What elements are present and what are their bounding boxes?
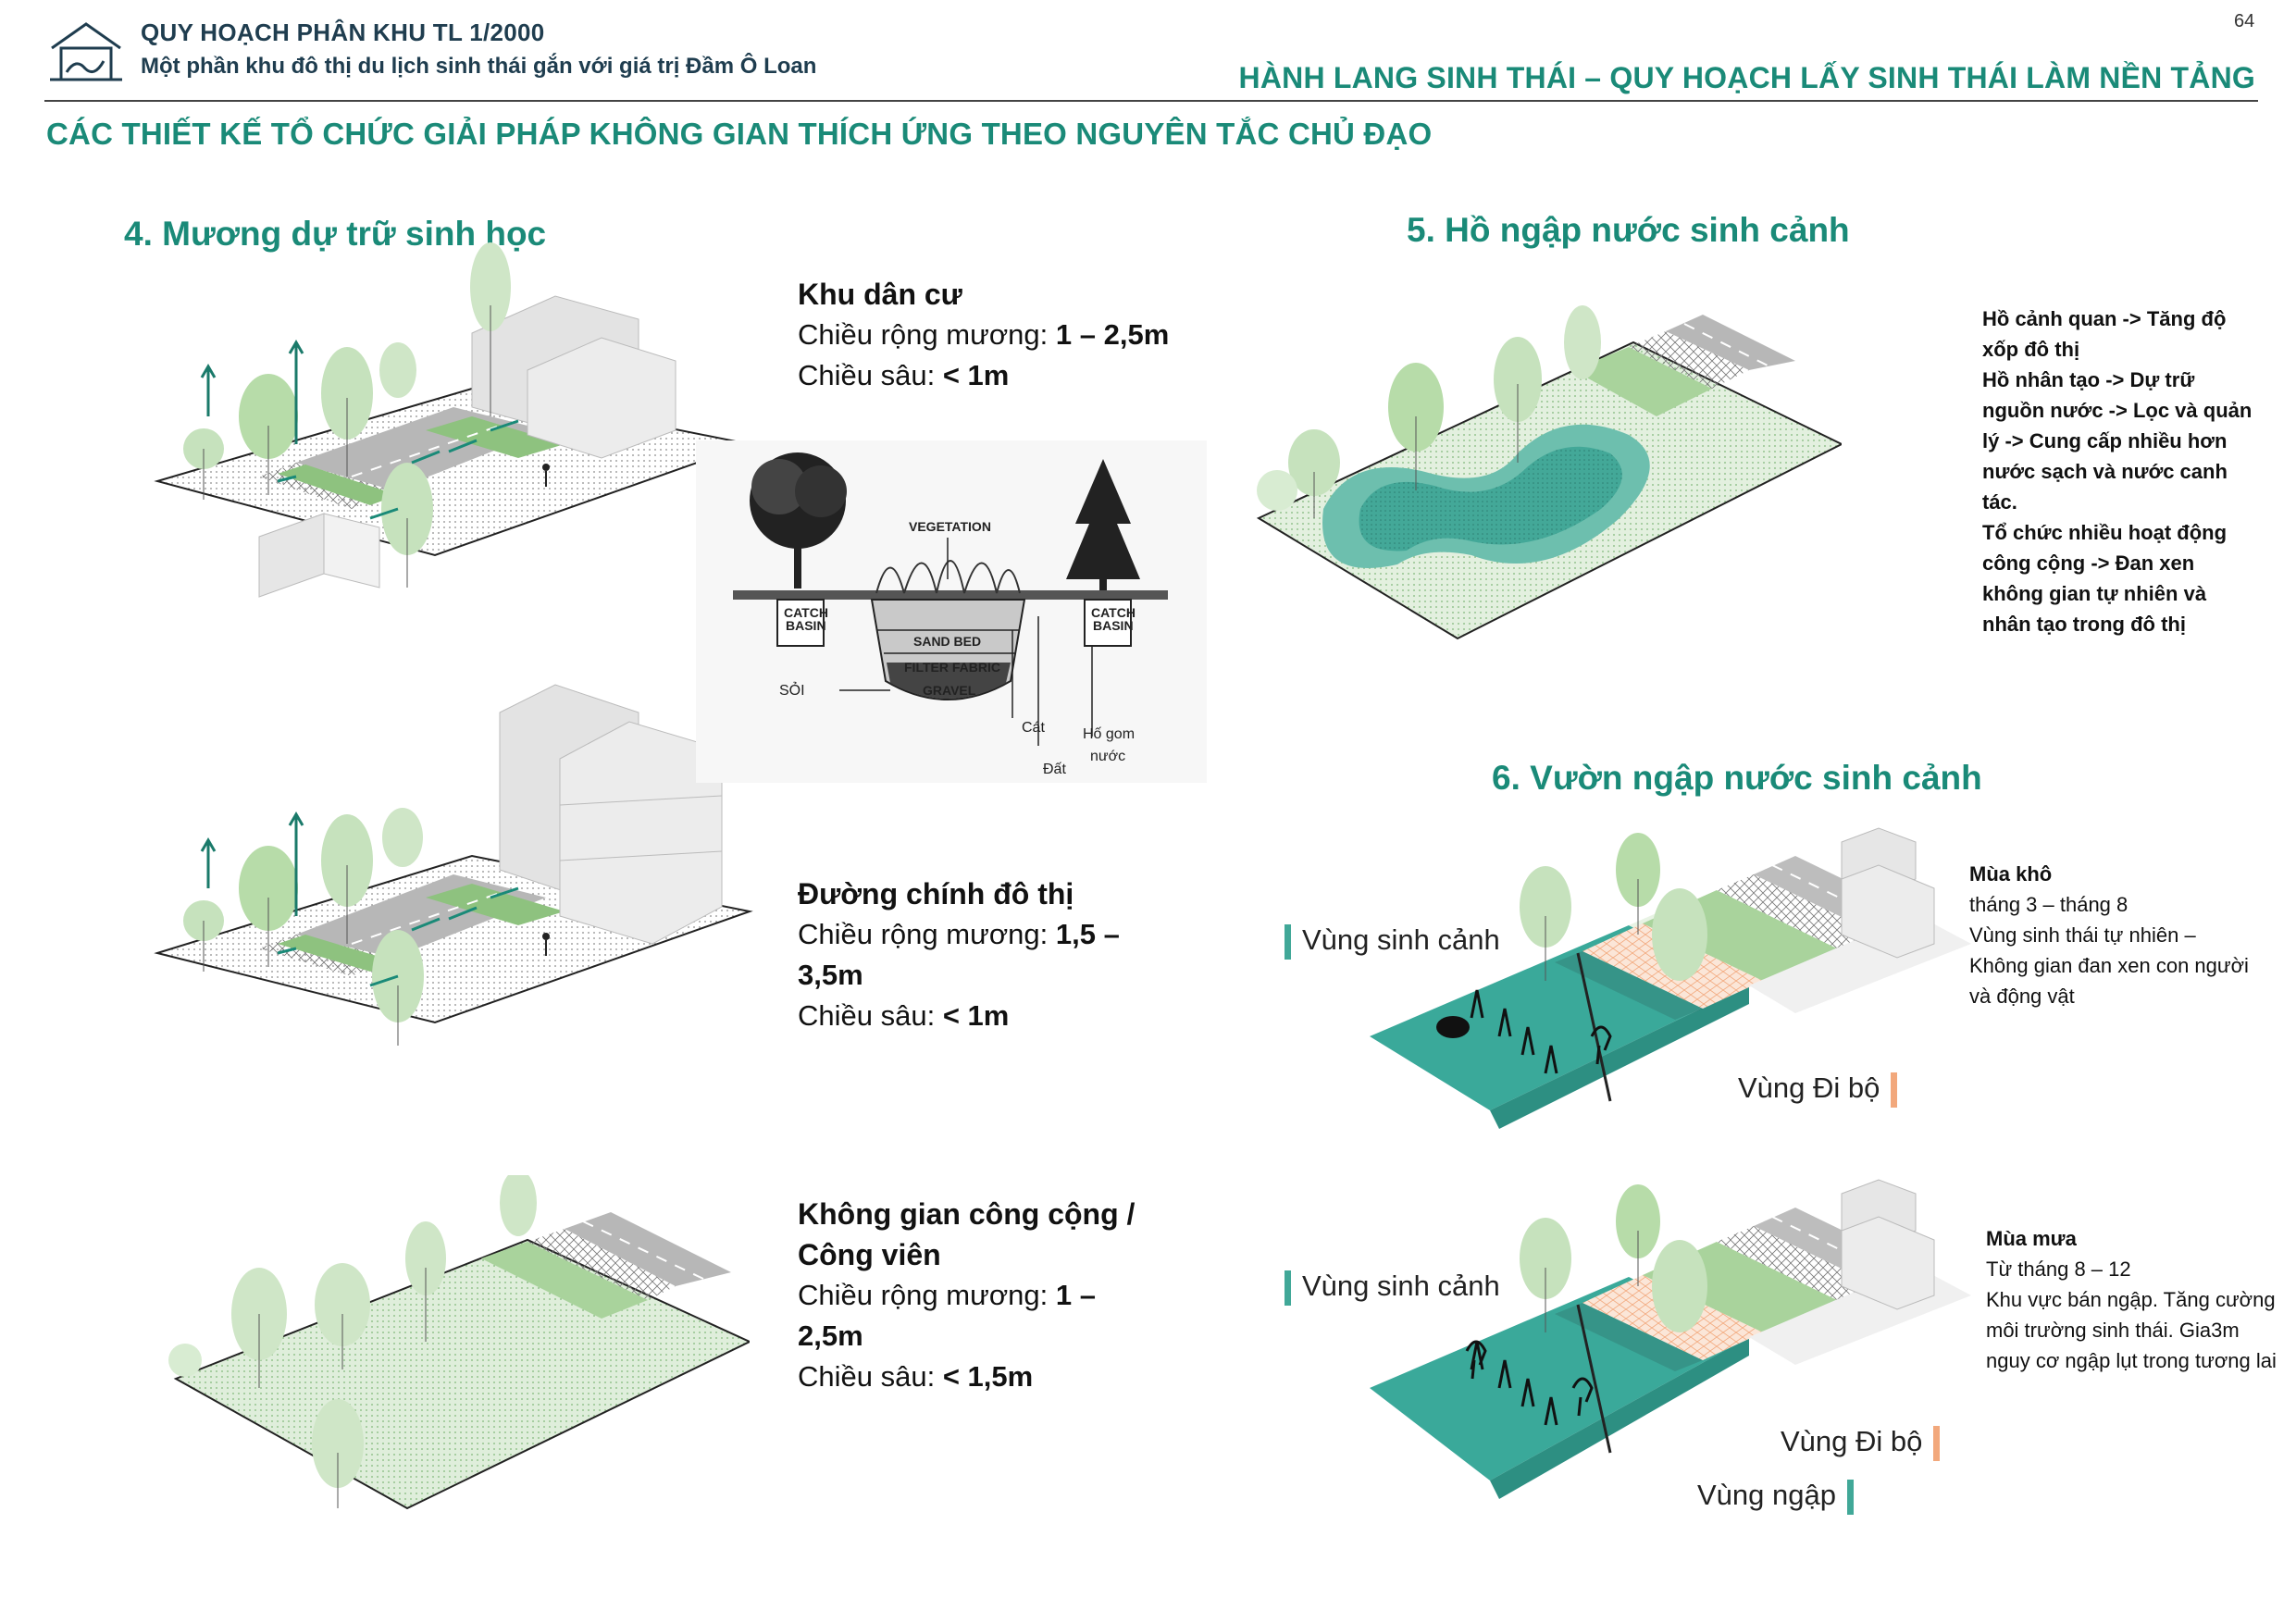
season-desc: Vùng sinh thái tự nhiên – (1969, 923, 2196, 947)
label-catch-basin-left-2: BASIN (786, 618, 826, 633)
note-line: công cộng -> Đan xen (1982, 551, 2195, 575)
label-ho-gom-2: nước (1090, 749, 1125, 764)
note-line: Tổ chức nhiều hoạt động (1982, 521, 2228, 544)
zone-habitat-marker (1285, 923, 1291, 960)
page-title: CÁC THIẾT KẾ TỔ CHỨC GIẢI PHÁP KHÔNG GIA… (46, 117, 1433, 151)
wetland-garden-wet-diagram (1370, 1179, 1971, 1499)
section-5-title: 5. Hồ ngập nước sinh cảnh (1407, 211, 1850, 249)
spec-depth: Chiều sâu: < 1m (798, 359, 1010, 391)
spec-depth: Chiều sâu: < 1,5m (798, 1360, 1034, 1393)
spec-depth: Chiều sâu: < 1m (798, 999, 1010, 1032)
note-line: Hồ cảnh quan -> Tăng độ (1982, 307, 2227, 330)
note-line: xốp đô thị (1982, 338, 2080, 361)
section-6-title: 6. Vườn ngập nước sinh cảnh (1492, 759, 1982, 797)
note-line: không gian tự nhiên và (1982, 582, 2207, 605)
label-catch-basin-right-1: CATCH (1091, 605, 1136, 620)
spec-heading: Đường chính đô thị (798, 877, 1074, 911)
label-gravel: GRAVEL (923, 683, 976, 698)
note-line: lý -> Cung cấp nhiều hơn (1982, 429, 2228, 452)
wet-season-notes: Mùa mưa Từ tháng 8 – 12 Khu vực bán ngập… (1986, 1223, 2282, 1376)
note-line: nguồn nước -> Lọc và quản (1982, 399, 2253, 422)
spec-residential: Khu dân cư Chiều rộng mương: 1 – 2,5m Ch… (798, 274, 1186, 396)
spec-main-road: Đường chính đô thị Chiều rộng mương: 1,5… (798, 873, 1149, 1036)
label-dat: Đất (1043, 762, 1066, 777)
label-vegetation: VEGETATION (909, 519, 991, 534)
zone-habitat-wet: Vùng sinh cảnh (1285, 1270, 1500, 1306)
season-desc: và động vật (1969, 985, 2075, 1008)
label-cat: Cát (1022, 720, 1045, 736)
label-sand-bed: SAND BED (913, 634, 981, 649)
header-project-title: QUY HOẠCH PHÂN KHU TL 1/2000 (141, 19, 545, 46)
label-soi: SỎI (779, 681, 805, 699)
season-desc: Khu vực bán ngập. Tăng cường (1986, 1288, 2276, 1311)
spec-width: Chiều rộng mương: 1,5 – 3,5m (798, 918, 1120, 991)
wetland-garden-dry-diagram (1370, 827, 1971, 1129)
header-divider (44, 100, 2258, 102)
bioswale-cross-section-diagram: VEGETATION CATCH BASIN CATCH BASIN SAND … (696, 440, 1207, 783)
section-4-title: 4. Mương dự trữ sinh học (124, 215, 547, 253)
spec-park: Không gian công cộng / Công viên Chiều r… (798, 1194, 1149, 1397)
zone-walk-marker (1933, 1425, 1941, 1461)
note-line: nhân tạo trong đô thị (1982, 613, 2186, 636)
zone-flood-marker (1846, 1479, 1854, 1515)
label-catch-basin-left-1: CATCH (784, 605, 828, 620)
zone-habitat-marker (1285, 1270, 1291, 1306)
zone-walk-dry: Vùng Đi bộ (1738, 1072, 1898, 1108)
dry-season-notes: Mùa khô tháng 3 – tháng 8 Vùng sinh thái… (1969, 859, 2265, 1011)
note-line: nước sạch và nước canh (1982, 460, 2228, 483)
label-filter-fabric: FILTER FABRIC (904, 660, 1000, 675)
wetland-lake-diagram (1256, 305, 1842, 640)
season-title: Mùa mưa (1986, 1227, 2077, 1250)
note-line: Hồ nhân tạo -> Dự trữ (1982, 368, 2195, 391)
season-months: tháng 3 – tháng 8 (1969, 893, 2128, 916)
page-number: 64 (2234, 11, 2255, 31)
season-desc: môi trường sinh thái. Gia3m (1986, 1319, 2240, 1342)
season-desc: Không gian đan xen con người (1969, 954, 2249, 977)
label-ho-gom-1: Hố gom (1083, 726, 1135, 742)
bioswale-park-diagram (168, 1175, 750, 1510)
zone-walk-marker (1891, 1072, 1898, 1108)
section-5-notes: Hồ cảnh quan -> Tăng độ xốp đô thị Hồ nh… (1982, 304, 2260, 639)
note-line: tác. (1982, 490, 2017, 514)
spec-width: Chiều rộng mương: 1 – 2,5m (798, 1279, 1096, 1352)
bioswale-residential-diagram (154, 242, 753, 598)
zone-flood-wet: Vùng ngập (1697, 1479, 1854, 1515)
header-section-title: HÀNH LANG SINH THÁI – QUY HOẠCH LẤY SINH… (1238, 61, 2255, 94)
season-title: Mùa khô (1969, 862, 2053, 886)
spec-heading: Khu dân cư (798, 278, 962, 311)
zone-walk-wet: Vùng Đi bộ (1781, 1425, 1941, 1461)
season-months: Từ tháng 8 – 12 (1986, 1258, 2131, 1281)
spec-width: Chiều rộng mương: 1 – 2,5m (798, 318, 1170, 351)
zone-habitat-dry: Vùng sinh cảnh (1285, 923, 1500, 960)
spec-heading: Không gian công cộng / Công viên (798, 1197, 1136, 1271)
label-catch-basin-right-2: BASIN (1093, 618, 1134, 633)
header-project-subtitle: Một phần khu đô thị du lịch sinh thái gắ… (141, 54, 817, 79)
season-desc: nguy cơ ngập lụt trong tương lai (1986, 1349, 2277, 1372)
logo-icon (50, 22, 122, 81)
bioswale-main-road-diagram (154, 684, 753, 1046)
